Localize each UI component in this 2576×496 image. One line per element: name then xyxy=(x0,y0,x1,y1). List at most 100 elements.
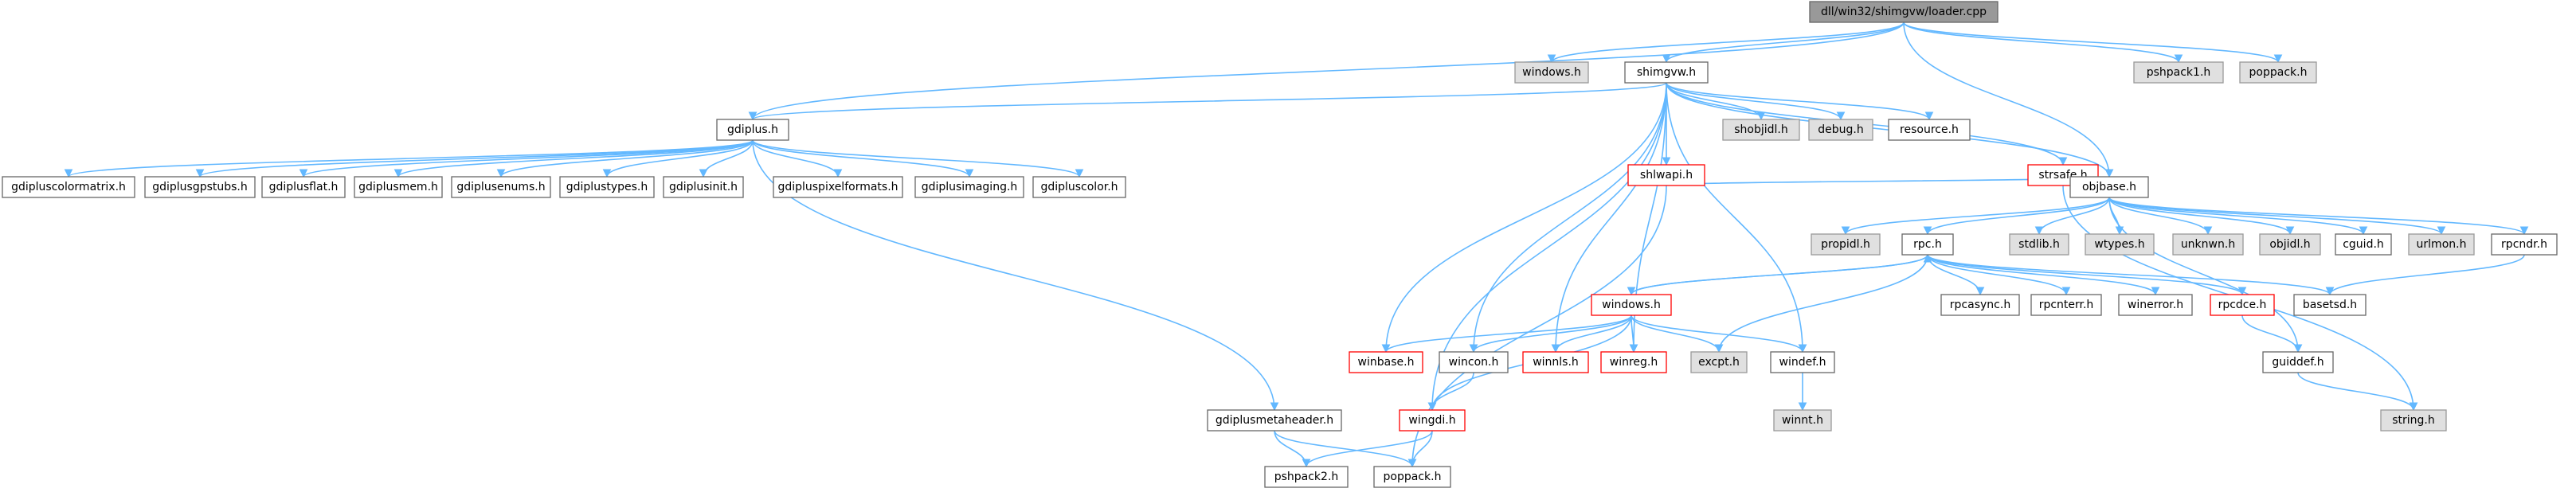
nodes-layer: dll/win32/shimgvw/loader.cpp windows.h shi… xyxy=(2,1,2558,488)
node-rpcnterr[interactable]: rpcnterr.h xyxy=(2030,294,2102,316)
node-winbase[interactable]: winbase.h xyxy=(1349,351,1423,373)
node-box-gdipluscolor xyxy=(1032,176,1126,198)
node-rpcdce[interactable]: rpcdce.h xyxy=(2210,294,2275,316)
node-box-rpc xyxy=(1901,233,1954,256)
node-propidl[interactable]: propidl.h xyxy=(1811,233,1881,256)
node-box-windows-red xyxy=(1591,294,1672,316)
node-wingdi[interactable]: wingdi.h xyxy=(1399,409,1466,432)
node-box-poppack xyxy=(1373,466,1451,488)
node-winnls[interactable]: winnls.h xyxy=(1522,351,1589,373)
node-rpc[interactable]: rpc.h xyxy=(1901,233,1954,256)
node-windows-red[interactable]: windows.h xyxy=(1591,294,1672,316)
node-box-gdipluscolormatrix xyxy=(2,176,135,198)
node-box-stdlib xyxy=(2009,233,2069,256)
edge-gdiplus-to-gdiplustypes xyxy=(606,139,754,178)
node-winreg[interactable]: winreg.h xyxy=(1600,351,1667,373)
node-guiddef[interactable]: guiddef.h xyxy=(2262,351,2334,373)
edge-objbase-to-objidl xyxy=(2108,197,2291,235)
arrowhead-gdiplus-to-gdiplustypes xyxy=(602,169,612,178)
arrowhead-shimgvw-to-objbase xyxy=(2104,169,2114,178)
arrowhead-windows-red-to-winreg xyxy=(1629,344,1638,353)
node-label-gdiplusgpstubs: gdiplusgpstubs.h xyxy=(152,181,248,193)
edge-rpcdce-to-guiddef xyxy=(2241,314,2299,353)
arrowhead-windows-red-to-wincon xyxy=(1469,344,1478,353)
arrowhead-objbase-to-rpc xyxy=(1923,226,1932,236)
node-box-root xyxy=(1809,1,1999,23)
node-gdipluscolor[interactable]: gdipluscolor.h xyxy=(1032,176,1126,198)
node-objidl[interactable]: objidl.h xyxy=(2259,233,2321,256)
node-box-winerror xyxy=(2118,294,2193,316)
node-label-pshpack2: pshpack2.h xyxy=(1274,471,1339,483)
arrowhead-gdiplus-to-gdipluspixelformats xyxy=(833,169,843,178)
node-winnt[interactable]: winnt.h xyxy=(1773,409,1832,432)
node-box-windef xyxy=(1770,351,1835,373)
node-pshpack2[interactable]: pshpack2.h xyxy=(1264,466,1349,488)
node-gdiplusimaging[interactable]: gdiplusimaging.h xyxy=(914,176,1024,198)
edges-layer xyxy=(64,21,2529,468)
node-box-winnt xyxy=(1773,409,1832,432)
node-label-gdiplusmetaheader: gdiplusmetaheader.h xyxy=(1216,414,1333,427)
node-wincon[interactable]: wincon.h xyxy=(1439,351,1509,373)
node-label-basetsd: basetsd.h xyxy=(2303,299,2357,311)
node-gdiplusenums[interactable]: gdiplusenums.h xyxy=(451,176,551,198)
node-poppack-ext[interactable]: poppack.h xyxy=(2239,61,2317,84)
node-root[interactable]: dll/win32/shimgvw/loader.cpp xyxy=(1809,1,1999,23)
node-winerror[interactable]: winerror.h xyxy=(2118,294,2193,316)
node-gdipluscolormatrix[interactable]: gdipluscolormatrix.h xyxy=(2,176,135,198)
node-stdlib[interactable]: stdlib.h xyxy=(2009,233,2069,256)
node-label-winnt: winnt.h xyxy=(1782,414,1823,427)
node-basetsd[interactable]: basetsd.h xyxy=(2293,294,2367,316)
edge-rpc-to-rpcdce xyxy=(1927,254,2243,295)
arrowhead-wingdi-to-pshpack2 xyxy=(1302,459,1311,468)
node-box-gdiplusenums xyxy=(451,176,551,198)
arrowhead-gdiplus-to-gdipluscolor xyxy=(1075,169,1084,178)
node-label-windows-ext: windows.h xyxy=(1522,66,1581,79)
node-label-gdiplusenums: gdiplusenums.h xyxy=(456,181,545,193)
arrowhead-rpc-to-rpcdce xyxy=(2237,287,2247,296)
node-label-rpcasync: rpcasync.h xyxy=(1950,299,2010,311)
node-gdiplusmem[interactable]: gdiplusmem.h xyxy=(354,176,443,198)
node-label-shlwapi: shlwapi.h xyxy=(1640,169,1693,182)
node-label-poppack: poppack.h xyxy=(1384,471,1442,483)
node-gdipluspixelformats[interactable]: gdipluspixelformats.h xyxy=(773,176,903,198)
node-gdiplusflat[interactable]: gdiplusflat.h xyxy=(261,176,346,198)
node-gdiplustypes[interactable]: gdiplustypes.h xyxy=(559,176,655,198)
node-gdiplusgpstubs[interactable]: gdiplusgpstubs.h xyxy=(144,176,256,198)
node-windows-ext[interactable]: windows.h xyxy=(1514,61,1589,84)
edge-shimgvw-to-winnls xyxy=(1555,82,1667,353)
edge-windows-red-to-rpc xyxy=(1631,254,1928,295)
node-box-gdiplusgpstubs xyxy=(144,176,256,198)
node-wtypes[interactable]: wtypes.h xyxy=(2085,233,2155,256)
node-objbase[interactable]: objbase.h xyxy=(2069,176,2149,198)
node-label-winnls: winnls.h xyxy=(1533,356,1579,369)
node-box-winreg xyxy=(1600,351,1667,373)
node-label-winbase: winbase.h xyxy=(1358,356,1415,369)
node-shlwapi[interactable]: shlwapi.h xyxy=(1627,164,1705,186)
node-label-gdiplustypes: gdiplustypes.h xyxy=(566,181,648,193)
node-excpt[interactable]: excpt.h xyxy=(1690,351,1748,373)
node-box-cguid xyxy=(2335,233,2392,256)
node-windef[interactable]: windef.h xyxy=(1770,351,1835,373)
node-gdiplusinit[interactable]: gdiplusinit.h xyxy=(663,176,744,198)
node-resource[interactable]: resource.h xyxy=(1888,119,1971,141)
node-shimgvw[interactable]: shimgvw.h xyxy=(1624,61,1709,84)
node-debug[interactable]: debug.h xyxy=(1808,119,1873,141)
node-poppack[interactable]: poppack.h xyxy=(1373,466,1451,488)
node-label-string: string.h xyxy=(2392,414,2435,427)
arrowhead-objbase-to-urlmon xyxy=(2437,226,2446,236)
node-urlmon[interactable]: urlmon.h xyxy=(2408,233,2475,256)
edge-gdiplus-to-gdipluspixelformats xyxy=(752,139,839,178)
node-gdiplusmetaheader[interactable]: gdiplusmetaheader.h xyxy=(1207,409,1342,432)
node-rpcndr[interactable]: rpcndr.h xyxy=(2491,233,2558,256)
node-rpcasync[interactable]: rpcasync.h xyxy=(1940,294,2020,316)
node-box-wingdi xyxy=(1399,409,1466,432)
node-gdiplus[interactable]: gdiplus.h xyxy=(716,119,789,141)
arrowhead-shimgvw-to-debug xyxy=(1836,111,1846,121)
node-string[interactable]: string.h xyxy=(2380,409,2447,432)
node-label-debug: debug.h xyxy=(1818,123,1863,136)
node-cguid[interactable]: cguid.h xyxy=(2335,233,2392,256)
node-shobjidl[interactable]: shobjidl.h xyxy=(1722,119,1800,141)
node-unknwn[interactable]: unknwn.h xyxy=(2172,233,2244,256)
node-box-winbase xyxy=(1349,351,1423,373)
node-pshpack1[interactable]: pshpack1.h xyxy=(2133,61,2224,84)
